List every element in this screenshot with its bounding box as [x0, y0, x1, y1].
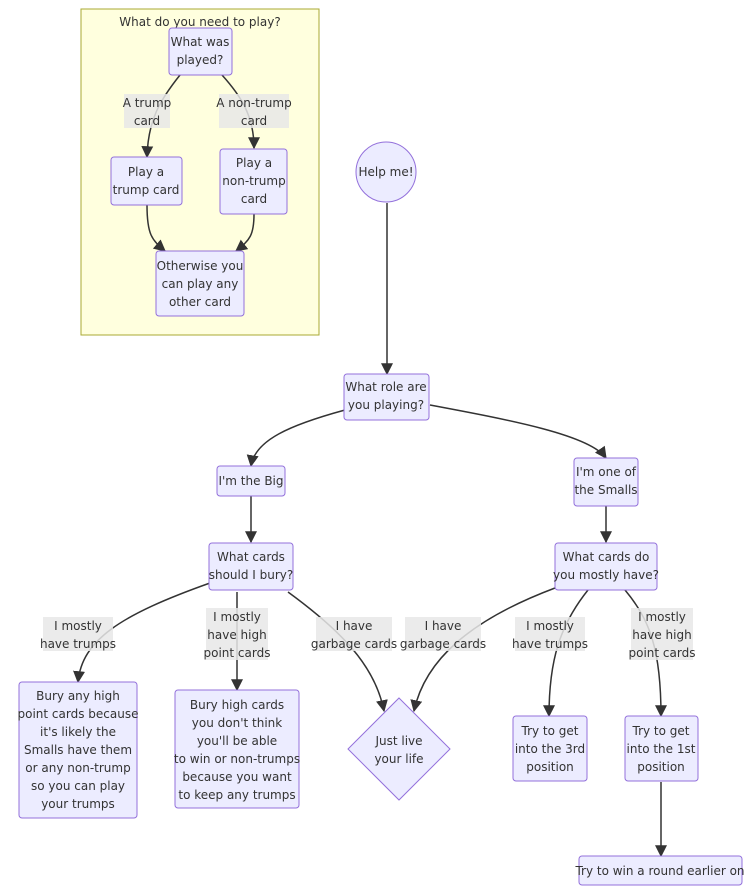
edge-haveq-to-third	[543, 589, 589, 718]
svg-text:Otherwise you: Otherwise you	[157, 259, 244, 273]
node-bury-unwinnable: Bury high cards you don't think you'll b…	[174, 689, 300, 809]
edge-nontrump-to-otherwise	[235, 213, 255, 252]
svg-text:it's likely the: it's likely the	[40, 725, 116, 739]
svg-text:have high: have high	[207, 628, 266, 642]
svg-text:I mostly: I mostly	[213, 610, 261, 624]
svg-text:the Smalls: the Smalls	[574, 483, 637, 497]
svg-text:What role are: What role are	[345, 380, 426, 394]
edge-trump-to-otherwise	[146, 204, 166, 252]
svg-text:What was: What was	[171, 35, 230, 49]
svg-text:your life: your life	[374, 752, 423, 766]
svg-text:Smalls have them: Smalls have them	[24, 743, 132, 757]
svg-text:your trumps: your trumps	[41, 797, 115, 811]
node-im-the-big: I'm the Big	[216, 465, 286, 497]
svg-text:I have: I have	[425, 619, 462, 633]
node-play-trump: Play a trump card	[110, 156, 183, 206]
svg-text:you playing?: you playing?	[348, 398, 424, 412]
svg-text:I'm one of: I'm one of	[576, 465, 637, 479]
cluster-title: What do you need to play?	[119, 15, 280, 29]
svg-text:you don't think: you don't think	[192, 716, 282, 730]
svg-text:position: position	[637, 760, 685, 774]
svg-text:have high: have high	[632, 628, 691, 642]
svg-text:position: position	[526, 760, 574, 774]
svg-text:I have: I have	[336, 619, 373, 633]
svg-text:can play any: can play any	[162, 277, 239, 291]
svg-text:I mostly: I mostly	[638, 610, 686, 624]
svg-text:played?: played?	[177, 53, 224, 67]
svg-text:What cards: What cards	[217, 550, 285, 564]
svg-text:Play a: Play a	[128, 165, 164, 179]
svg-text:A trump: A trump	[123, 96, 172, 110]
svg-text:into the 3rd: into the 3rd	[515, 742, 585, 756]
svg-text:point cards: point cards	[204, 646, 271, 660]
node-bury-high-points: Bury any high point cards because it's l…	[18, 681, 139, 819]
svg-text:card: card	[241, 114, 267, 128]
svg-text:garbage cards: garbage cards	[400, 637, 486, 651]
svg-text:Bury high cards: Bury high cards	[190, 698, 284, 712]
svg-text:I'm the Big: I'm the Big	[218, 474, 283, 488]
svg-text:to keep any trumps: to keep any trumps	[178, 788, 295, 802]
node-play-nontrump: Play a non-trump card	[219, 148, 288, 215]
edge-label-big-garbage: I have garbage cards	[311, 617, 397, 651]
svg-text:have trumps: have trumps	[512, 637, 588, 651]
node-help-me: Help me!	[355, 141, 417, 203]
edge-label-big-trumps: I mostly have trumps	[40, 617, 116, 651]
svg-text:A non-trump: A non-trump	[216, 96, 291, 110]
edge-role-to-smalls	[429, 404, 607, 459]
svg-text:point cards because: point cards because	[18, 707, 139, 721]
node-get-3rd-position: Try to get into the 3rd position	[512, 715, 588, 782]
svg-text:Help me!: Help me!	[358, 165, 413, 179]
edge-label-small-high: I mostly have high point cards	[629, 608, 696, 660]
edge-role-to-big	[246, 409, 346, 468]
svg-text:you'll be able: you'll be able	[197, 734, 277, 748]
node-otherwise: Otherwise you can play any other card	[155, 250, 245, 317]
svg-text:have trumps: have trumps	[40, 637, 116, 651]
edge-label-small-trumps: I mostly have trumps	[512, 617, 588, 651]
svg-text:into the 1st: into the 1st	[627, 742, 696, 756]
edge-label-nontrump: A non-trump card	[216, 94, 292, 128]
node-what-to-bury: What cards should I bury?	[208, 542, 294, 591]
svg-text:to win or non-trumps: to win or non-trumps	[174, 752, 300, 766]
node-what-role: What role are you playing?	[343, 373, 430, 421]
edge-label-big-high: I mostly have high point cards	[204, 608, 271, 660]
svg-text:or any non-trump: or any non-trump	[25, 761, 130, 775]
svg-text:What cards do: What cards do	[563, 550, 650, 564]
svg-text:other card: other card	[169, 295, 231, 309]
edge-label-small-garbage: I have garbage cards	[400, 617, 486, 651]
node-win-round-earlier: Try to win a round earlier on	[574, 855, 744, 886]
node-what-cards-have: What cards do you mostly have?	[553, 542, 659, 591]
svg-text:non-trump: non-trump	[222, 174, 285, 188]
svg-text:so you can play: so you can play	[31, 779, 125, 793]
svg-text:Bury any high: Bury any high	[36, 689, 120, 703]
svg-text:Try to get: Try to get	[521, 724, 579, 738]
svg-text:Just live: Just live	[374, 734, 422, 748]
node-what-was-played: What was played?	[168, 27, 233, 76]
edge-buryq-to-live	[287, 591, 388, 713]
node-get-1st-position: Try to get into the 1st position	[624, 715, 699, 782]
svg-text:Try to get: Try to get	[632, 724, 690, 738]
svg-text:because you want: because you want	[182, 770, 292, 784]
svg-text:I mostly: I mostly	[526, 619, 574, 633]
node-just-live-your-life: Just live your life	[347, 697, 451, 801]
svg-text:you mostly have?: you mostly have?	[553, 568, 659, 582]
svg-text:card: card	[241, 192, 267, 206]
node-one-of-smalls: I'm one of the Smalls	[573, 457, 639, 507]
svg-text:Try to win a round earlier on: Try to win a round earlier on	[574, 864, 744, 878]
svg-text:card: card	[134, 114, 160, 128]
svg-text:point cards: point cards	[629, 646, 696, 660]
svg-text:I mostly: I mostly	[54, 619, 102, 633]
svg-text:Play a: Play a	[236, 156, 272, 170]
svg-text:trump card: trump card	[113, 183, 180, 197]
svg-text:garbage cards: garbage cards	[311, 637, 397, 651]
svg-text:should I bury?: should I bury?	[209, 568, 294, 582]
edge-label-trump: A trump card	[123, 94, 172, 128]
